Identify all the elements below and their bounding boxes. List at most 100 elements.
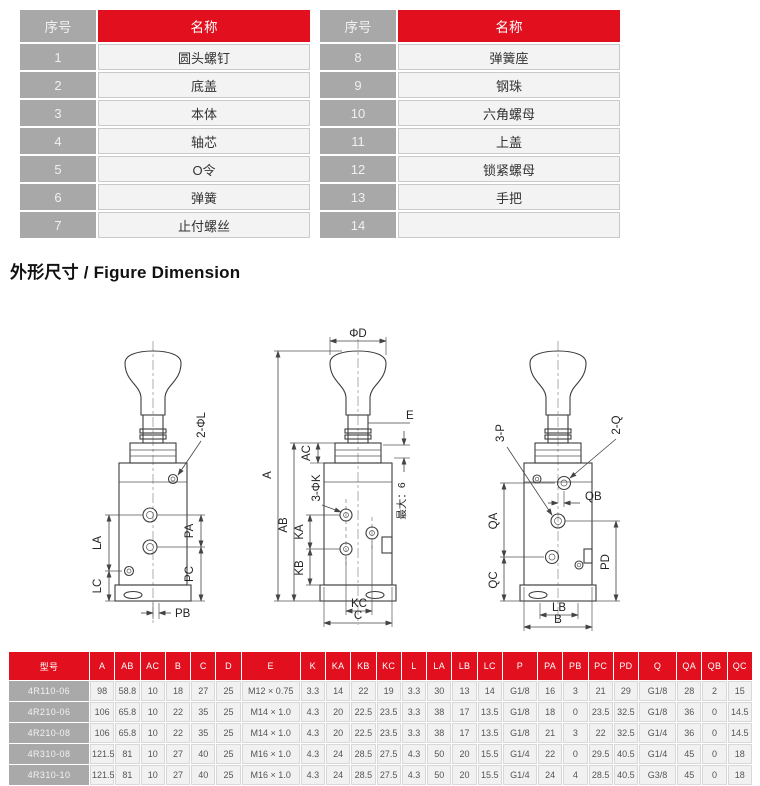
spec-value: 4.3 xyxy=(401,765,427,785)
part-number: 9 xyxy=(320,72,396,98)
spec-value: 18 xyxy=(727,765,752,785)
part-number: 10 xyxy=(320,100,396,126)
spec-value: 27 xyxy=(191,681,216,701)
spec-value: 27.5 xyxy=(376,765,401,785)
spec-value: 25 xyxy=(216,681,241,701)
spec-value: 4.3 xyxy=(300,744,325,764)
part-name: 弹簧座 xyxy=(398,44,620,70)
spec-value: 13.5 xyxy=(477,702,502,722)
spec-value: 81 xyxy=(115,765,140,785)
spec-value: 3.3 xyxy=(401,681,427,701)
dim-label-3-phi-k: 3-ΦK xyxy=(311,474,323,501)
spec-col-header: 型号 xyxy=(9,652,89,680)
spec-col-header: AC xyxy=(140,652,165,680)
spec-value: G1/4 xyxy=(502,765,537,785)
spec-value: 24 xyxy=(325,765,351,785)
part-name xyxy=(398,212,620,238)
spec-value: M12 × 0.75 xyxy=(241,681,300,701)
spec-value: G1/8 xyxy=(502,702,537,722)
spec-value: 10 xyxy=(140,765,165,785)
part-name: 六角螺母 xyxy=(398,100,620,126)
spec-value: 10 xyxy=(140,702,165,722)
spec-value: 50 xyxy=(427,744,452,764)
spec-model: 4R310-08 xyxy=(9,744,89,764)
part-number: 5 xyxy=(20,156,96,182)
spec-col-header: PA xyxy=(537,652,563,680)
spec-col-header: QA xyxy=(677,652,702,680)
dim-label-kb: KB xyxy=(294,560,306,576)
spec-value: 40 xyxy=(191,765,216,785)
part-name: 上盖 xyxy=(398,128,620,154)
part-number: 7 xyxy=(20,212,96,238)
part-number: 3 xyxy=(20,100,96,126)
spec-value: 40.5 xyxy=(613,765,639,785)
spec-col-header: K xyxy=(300,652,325,680)
parts-col-header-no: 序号 xyxy=(320,10,396,42)
dim-label-lb: LB xyxy=(552,602,566,614)
dim-label-ka: KA xyxy=(294,524,306,540)
dim-label-pd: PD xyxy=(600,554,612,570)
spec-value: 22 xyxy=(588,723,613,743)
spec-value: 17 xyxy=(452,723,477,743)
spec-value: M14 × 1.0 xyxy=(241,723,300,743)
parts-col-header-no: 序号 xyxy=(20,10,96,42)
spec-value: 22.5 xyxy=(351,702,376,722)
part-number: 14 xyxy=(320,212,396,238)
spec-value: 36 xyxy=(677,723,702,743)
spec-value: 3.3 xyxy=(401,723,427,743)
spec-col-header: L xyxy=(401,652,427,680)
dim-label-b: B xyxy=(554,614,562,626)
spec-value: 16 xyxy=(537,681,563,701)
spec-col-header: P xyxy=(502,652,537,680)
spec-value: 4.3 xyxy=(300,723,325,743)
spec-value: 28.5 xyxy=(588,765,613,785)
dim-label-3-p: 3-P xyxy=(495,424,507,442)
part-name: 轴芯 xyxy=(98,128,310,154)
part-name: 本体 xyxy=(98,100,310,126)
spec-value: 10 xyxy=(140,744,165,764)
spec-value: 0 xyxy=(702,765,727,785)
dim-label-pc: PC xyxy=(184,566,196,582)
spec-value: 98 xyxy=(90,681,115,701)
spec-value: 22.5 xyxy=(351,723,376,743)
spec-value: G1/8 xyxy=(502,681,537,701)
spec-value: 121.5 xyxy=(90,744,115,764)
part-number: 6 xyxy=(20,184,96,210)
spec-value: 25 xyxy=(216,723,241,743)
spec-col-header: PD xyxy=(613,652,639,680)
spec-value: 14.5 xyxy=(727,702,752,722)
part-name: 底盖 xyxy=(98,72,310,98)
spec-value: 25 xyxy=(216,765,241,785)
spec-col-header: C xyxy=(191,652,216,680)
spec-value: 3 xyxy=(563,723,588,743)
spec-value: 35 xyxy=(191,702,216,722)
part-number: 12 xyxy=(320,156,396,182)
spec-value: 32.5 xyxy=(613,702,639,722)
spec-model: 4R110-06 xyxy=(9,681,89,701)
spec-model: 4R310-10 xyxy=(9,765,89,785)
spec-model: 4R210-08 xyxy=(9,723,89,743)
spec-value: G1/4 xyxy=(639,744,677,764)
spec-value: 0 xyxy=(563,744,588,764)
spec-value: 38 xyxy=(427,723,452,743)
spec-value: 20 xyxy=(325,702,351,722)
dim-label-2-q: 2-Q xyxy=(611,415,623,434)
spec-value: 28.5 xyxy=(351,744,376,764)
spec-col-header: KC xyxy=(376,652,401,680)
valve-diagram-left-view: 2-ΦL LA LC PA PC PB xyxy=(92,341,208,625)
spec-col-header: B xyxy=(165,652,191,680)
spec-value: 35 xyxy=(191,723,216,743)
part-name: 锁紧螺母 xyxy=(398,156,620,182)
part-name: 圆头螺钉 xyxy=(98,44,310,70)
spec-col-header: QB xyxy=(702,652,727,680)
part-name: O令 xyxy=(98,156,310,182)
